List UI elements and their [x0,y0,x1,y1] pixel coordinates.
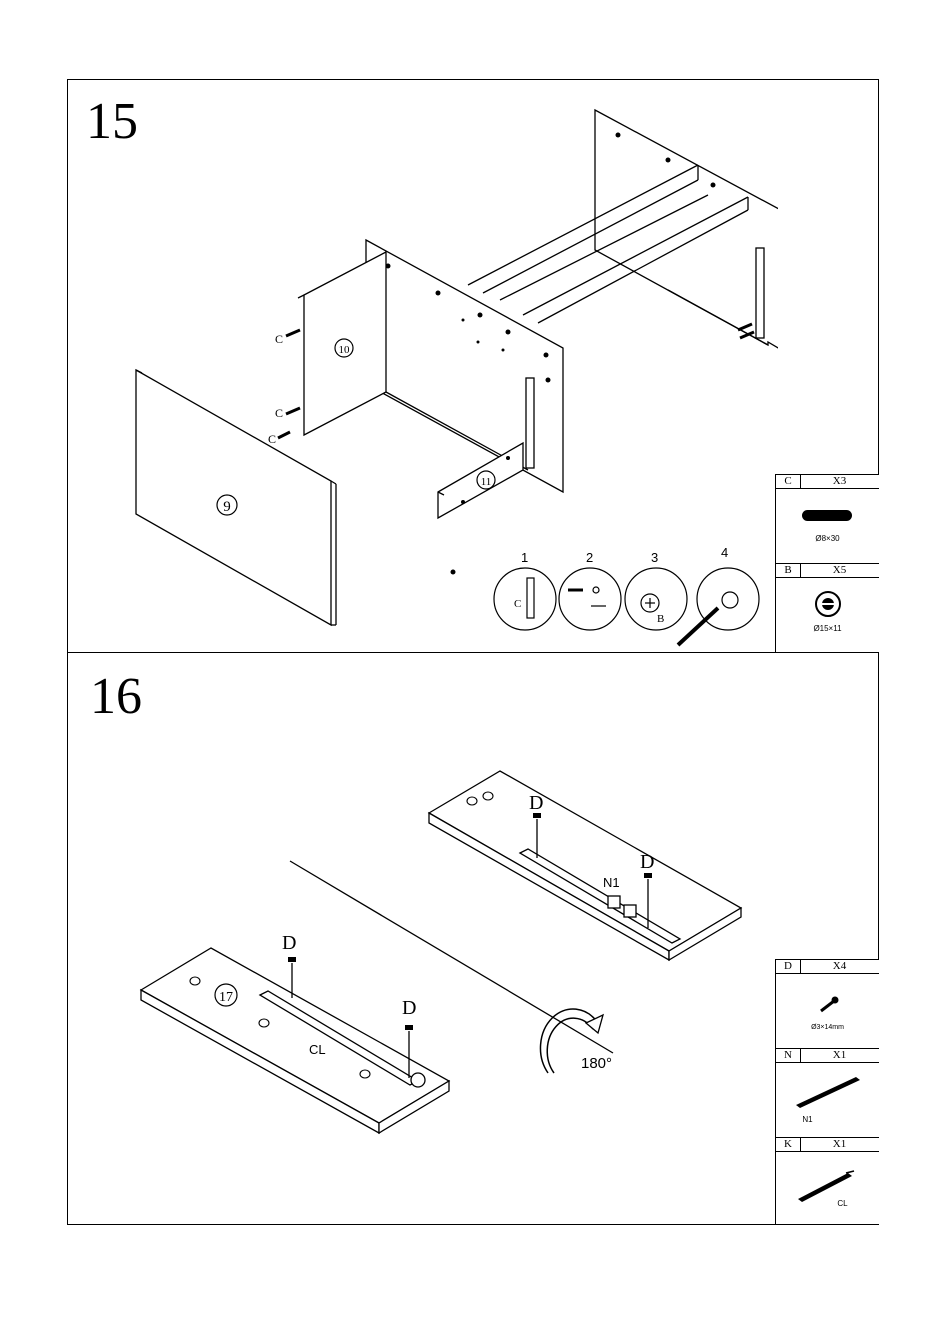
detail-step-2: 2 [586,550,593,565]
screw-d-label-4: D [402,997,416,1019]
part-qty: X1 [800,1049,879,1062]
detail-circle-1 [494,568,556,630]
part-letter: K [776,1138,801,1151]
right-side-panel [595,110,778,355]
part-qty: X3 [800,475,879,488]
part-c-header: C X3 [776,474,879,489]
detail-step-4: 4 [721,545,728,560]
part-d-header: D X4 [776,959,879,974]
part-letter: B [776,564,801,577]
rail-n1-label: N1 [603,875,620,890]
drawer-rail-cl-icon [776,1159,880,1204]
part-qty: X5 [800,564,879,577]
dowel-c-label-2: C [275,406,283,420]
screw-d-label-3: D [282,932,296,954]
detail-step-3: 3 [651,550,658,565]
part-letter: N [776,1049,801,1062]
rotate-label: 180° [581,1055,612,1072]
part-b-header: B X5 [776,563,879,578]
screw-icon [776,991,880,1021]
detail-steps [494,568,759,645]
panel-10-label: 10 [339,344,351,356]
part-k-dim: CL [806,1199,879,1208]
step-16-panel: 16 [67,652,879,1225]
part-k-header: K X1 [776,1137,879,1152]
panel-9-label: 9 [223,499,231,515]
part-c-dim: Ø8×30 [776,534,879,543]
panel-17-label: 17 [219,990,233,1005]
parts-list-16: D X4 Ø3×14mm N X1 N1 K X1 CL [775,959,879,1224]
parts-list-15: C X3 Ø8×30 B X5 Ø15×11 [775,474,879,652]
detail-step-1: 1 [521,550,528,565]
part-letter: D [776,960,801,973]
part-qty: X1 [800,1138,879,1151]
part-d-dim: Ø3×14mm [776,1024,879,1031]
cam-lock-icon [776,586,880,626]
drawer-rail-n1-icon [776,1069,880,1109]
detail-circle-2 [559,568,621,630]
part-n-header: N X1 [776,1048,879,1063]
board-17 [141,948,449,1123]
part-b-dim: Ø15×11 [776,624,879,633]
step-15-panel: 15 [67,79,879,653]
panel-11-label: 11 [481,476,492,488]
step-15-drawing: 9 10 11 C C C 1 2 3 4 C B [68,80,778,652]
dowel-c-label-3: C [268,432,276,446]
screw-d-label-2: D [640,851,654,873]
detail-3-b-label: B [657,613,664,625]
part-letter: C [776,475,801,488]
dowel-icon [776,502,880,532]
rail-cl-label: CL [309,1042,326,1057]
part-qty: X4 [800,960,879,973]
screw-d-label-1: D [529,792,543,814]
detail-1-c-label: C [514,598,521,610]
dowel-c-label-1: C [275,332,283,346]
step-16-drawing: 17 D D D D CL N1 180° [68,653,778,1224]
part-n-dim: N1 [776,1115,839,1124]
